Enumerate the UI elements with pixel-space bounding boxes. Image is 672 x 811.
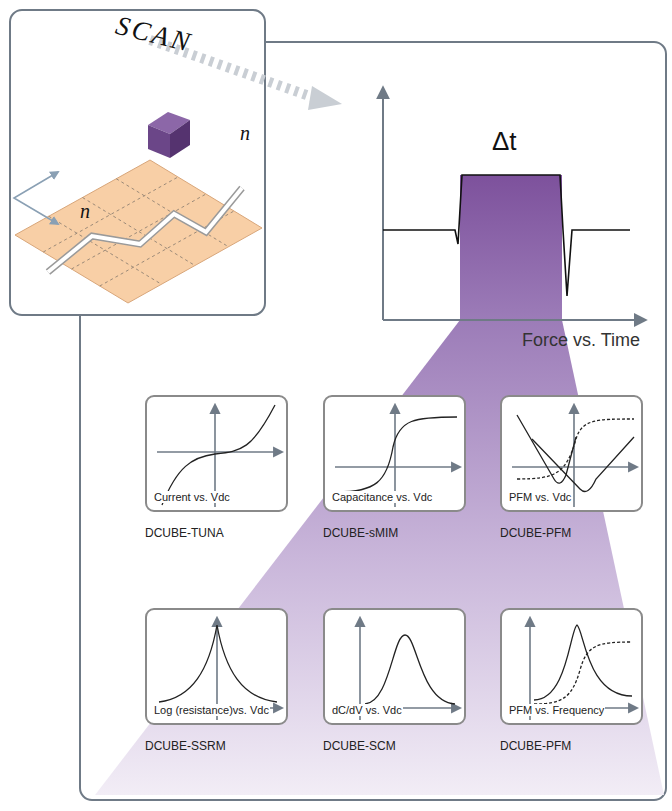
scan-path	[48, 188, 242, 272]
mode-caption: DCUBE-sMIM	[323, 526, 398, 540]
plot-frame: Log (resistance)vs. Vdc	[145, 608, 288, 725]
plot-axis	[382, 88, 384, 320]
scan-path	[48, 188, 242, 272]
plot-frame: dC/dV vs. Vdc	[323, 608, 466, 725]
plot-label: Capacitance vs. Vdc	[331, 491, 433, 503]
sample-grid	[15, 160, 262, 303]
plot-title: Force vs. Time	[522, 330, 640, 351]
scan-panel	[10, 10, 265, 315]
plot-label: Log (resistance)vs. Vdc	[153, 704, 270, 716]
plot-label: PFM vs. Frequency	[508, 704, 605, 716]
probe-cube	[148, 112, 190, 158]
pulse-fill	[460, 175, 562, 320]
grid-size-label: n	[80, 200, 90, 223]
plot-frame: Capacitance vs. Vdc	[323, 395, 466, 512]
scan-direction-arrow	[14, 172, 58, 224]
plot-label: dC/dV vs. Vdc	[331, 704, 403, 716]
scan-arrowhead	[308, 86, 342, 110]
plot-axis	[383, 319, 645, 321]
mode-caption: DCUBE-SCM	[323, 739, 396, 753]
main-panel	[80, 42, 666, 800]
plot-frame: PFM vs. Vdc	[500, 395, 643, 512]
mode-caption: DCUBE-TUNA	[145, 526, 224, 540]
grid-size-label: n	[240, 122, 250, 145]
plot-label: PFM vs. Vdc	[508, 491, 572, 503]
fan-gradient	[95, 320, 664, 795]
plot-frame: Current vs. Vdc	[145, 395, 288, 512]
pulse-duration-label: Δt	[492, 126, 517, 157]
mode-caption: DCUBE-SSRM	[145, 739, 226, 753]
mode-caption: DCUBE-PFM	[500, 526, 571, 540]
plot-frame: PFM vs. Frequency	[500, 608, 643, 725]
plot-label: Current vs. Vdc	[153, 491, 231, 503]
force-signal	[383, 175, 630, 296]
mode-caption: DCUBE-PFM	[500, 739, 571, 753]
